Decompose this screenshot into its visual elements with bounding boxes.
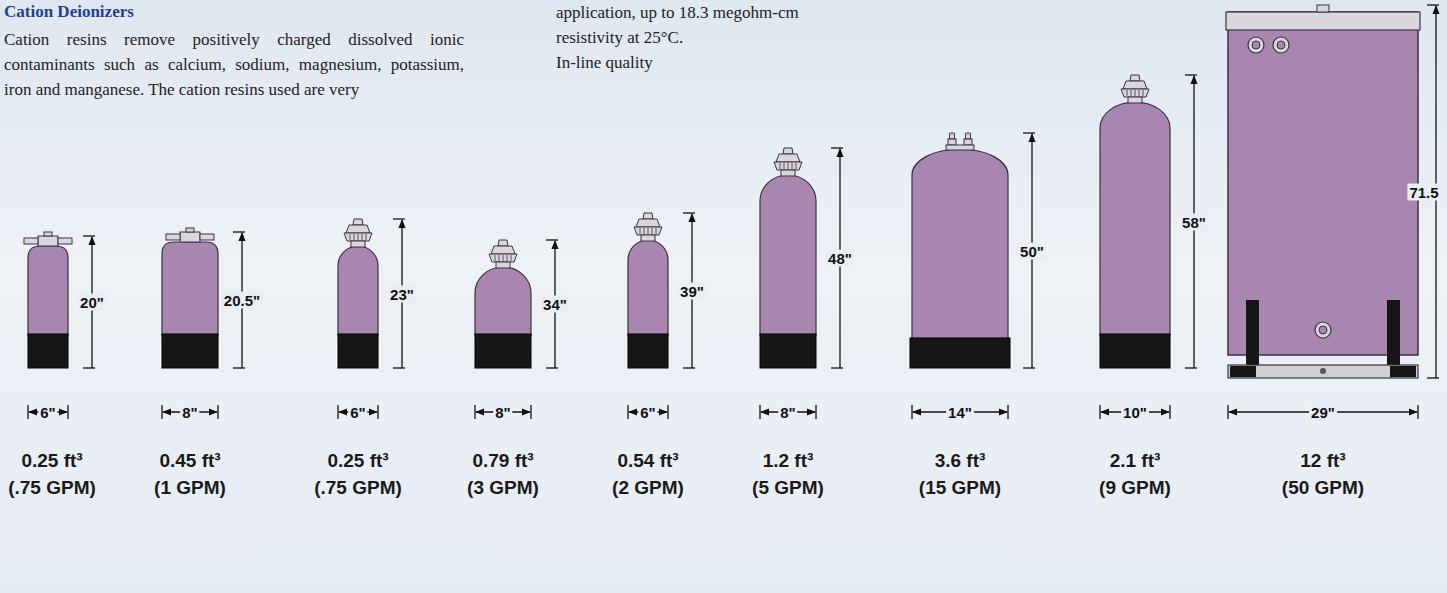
width-dimension: 8" <box>778 404 797 421</box>
resin-volume: 12 ft³ <box>1300 450 1345 472</box>
resin-volume: 0.79 ft³ <box>472 450 533 472</box>
resin-volume: 2.1 ft³ <box>1110 450 1161 472</box>
height-dimension: 71.5 <box>1407 183 1440 200</box>
resin-volume: 0.45 ft³ <box>159 450 220 472</box>
height-dimension: 20.5" <box>222 292 262 309</box>
resin-tank <box>162 228 218 368</box>
resin-tank <box>760 148 816 368</box>
flow-rate: (1 GPM) <box>154 477 226 499</box>
flow-rate: (9 GPM) <box>1099 477 1171 499</box>
section-heading: Cation Deionizers <box>4 2 134 22</box>
width-dimension: 14" <box>946 404 974 421</box>
width-dimension: 8" <box>180 404 199 421</box>
flow-rate: (15 GPM) <box>919 477 1001 499</box>
height-dimension: 58" <box>1180 213 1208 230</box>
resin-tank <box>475 240 531 368</box>
flow-rate: (.75 GPM) <box>314 477 402 499</box>
height-dimension: 39" <box>678 282 706 299</box>
resin-tank <box>628 213 668 368</box>
resin-tank <box>1226 5 1420 378</box>
width-dimension: 8" <box>493 404 512 421</box>
height-dimension: 23" <box>388 285 416 302</box>
resin-tank <box>910 133 1010 368</box>
width-dimension: 29" <box>1309 404 1337 421</box>
resin-volume: 0.25 ft³ <box>21 450 82 472</box>
height-dimension: 20" <box>78 294 106 311</box>
flow-rate: (3 GPM) <box>467 477 539 499</box>
resin-tank <box>24 232 72 368</box>
flow-rate: (2 GPM) <box>612 477 684 499</box>
width-dimension: 6" <box>38 404 57 421</box>
resin-volume: 0.25 ft³ <box>327 450 388 472</box>
width-dimension: 10" <box>1121 404 1149 421</box>
height-dimension: 50" <box>1018 242 1046 259</box>
resin-tank <box>1100 75 1170 368</box>
resin-tank <box>338 219 378 368</box>
body-text: application, up to 18.3 megohm-cm resist… <box>556 0 856 50</box>
resin-volume: 0.54 ft³ <box>617 450 678 472</box>
body-text: In-line quality <box>556 50 653 75</box>
flow-rate: (5 GPM) <box>752 477 824 499</box>
height-dimension: 34" <box>541 296 569 313</box>
flow-rate: (.75 GPM) <box>8 477 96 499</box>
height-dimension: 48" <box>826 250 854 267</box>
resin-volume: 1.2 ft³ <box>763 450 814 472</box>
flow-rate: (50 GPM) <box>1282 477 1364 499</box>
width-dimension: 6" <box>348 404 367 421</box>
body-text: Cation resins remove positively charged … <box>4 27 464 102</box>
resin-volume: 3.6 ft³ <box>935 450 986 472</box>
width-dimension: 6" <box>638 404 657 421</box>
